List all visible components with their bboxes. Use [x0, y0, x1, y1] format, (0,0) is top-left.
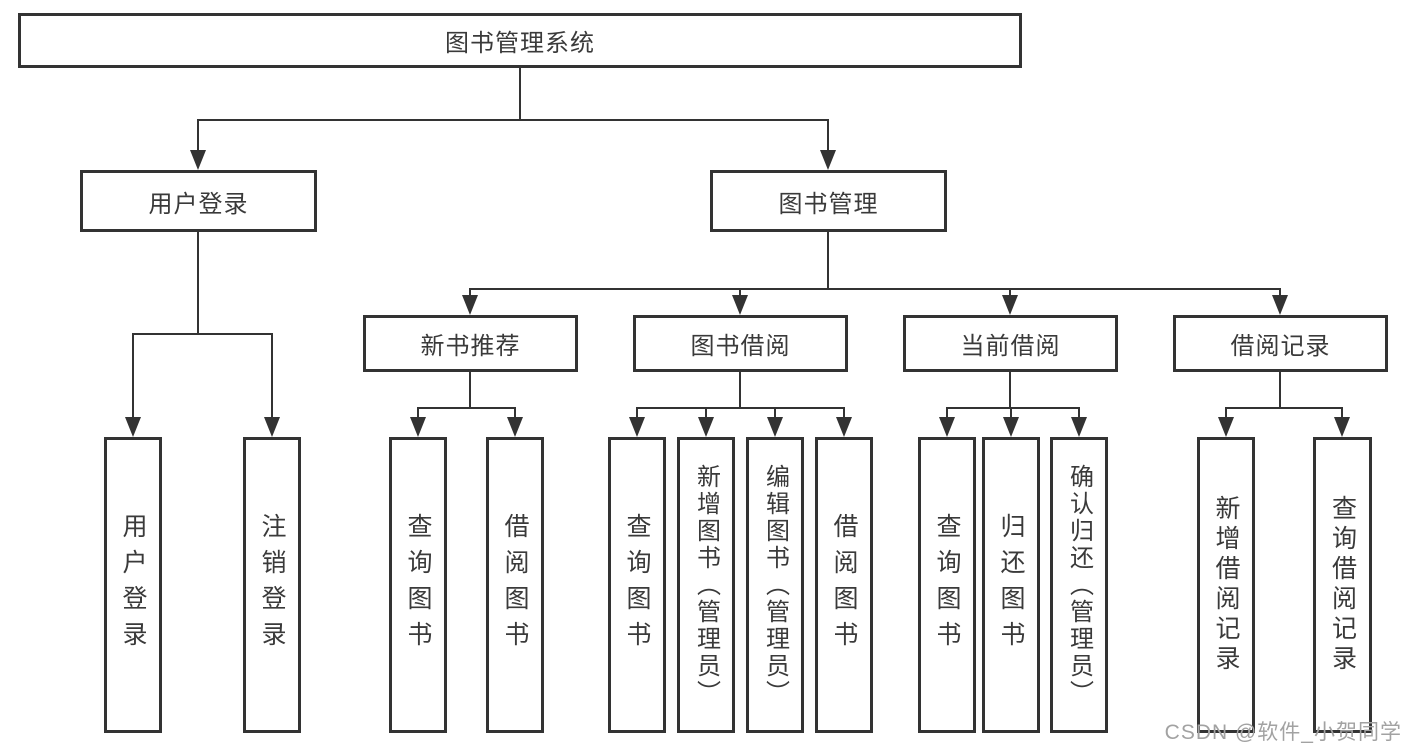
connector-leaf-logout-stem [271, 333, 273, 418]
node-book-borrow: 图书借阅 [633, 315, 848, 372]
node-leaf-return-book: 归还图书 [982, 437, 1040, 733]
connector-book-mgmt-stem [827, 119, 829, 151]
node-leaf-add-borrow-record: 新增借阅记录 [1197, 437, 1255, 733]
connector-borrow-records-down [1279, 372, 1281, 409]
arrow-leaf-add-book [698, 417, 714, 437]
connector-current-borrow-stem [1009, 288, 1011, 296]
connector-root-stem [519, 68, 521, 120]
node-leaf-borrow-book-2: 借阅图书 [815, 437, 873, 733]
arrow-leaf-query-borrow-record [1334, 417, 1350, 437]
arrow-leaf-borrow-book-1 [507, 417, 523, 437]
connector-leaf-stem [417, 407, 419, 418]
connector-current-borrow-down [1009, 372, 1011, 409]
node-current-borrow: 当前借阅 [903, 315, 1118, 372]
node-user-login: 用户登录 [80, 170, 317, 232]
arrow-leaf-user-login [125, 417, 141, 437]
connector-book-borrow-stem [739, 288, 741, 296]
connector-leaf-stem [636, 407, 638, 418]
node-root: 图书管理系统 [18, 13, 1022, 68]
connector-leaf-stem [514, 407, 516, 418]
arrow-leaf-return-book [1003, 417, 1019, 437]
connector-book-mgmt-splitter [469, 288, 1281, 290]
arrow-leaf-logout [264, 417, 280, 437]
node-leaf-logout: 注销登录 [243, 437, 301, 733]
node-new-book-rec: 新书推荐 [363, 315, 578, 372]
connector-user-login-splitter [132, 333, 273, 335]
arrow-current-borrow [1002, 295, 1018, 315]
connector-leaf-stem [1010, 407, 1012, 418]
arrow-leaf-confirm-return [1071, 417, 1087, 437]
connector-current-borrow-splitter [946, 407, 1080, 409]
node-leaf-query-book-3: 查询图书 [918, 437, 976, 733]
arrow-user-login [190, 150, 206, 170]
connector-new-book-rec-splitter [417, 407, 516, 409]
node-leaf-confirm-return: 确认归还（管理员） [1050, 437, 1108, 733]
arrow-leaf-edit-book [767, 417, 783, 437]
connector-leaf-user-login-stem [132, 333, 134, 418]
connector-book-borrow-splitter [636, 407, 845, 409]
node-leaf-query-book-2: 查询图书 [608, 437, 666, 733]
node-borrow-records: 借阅记录 [1173, 315, 1388, 372]
node-leaf-user-login: 用户登录 [104, 437, 162, 733]
connector-book-mgmt-down [827, 232, 829, 290]
node-leaf-query-borrow-record: 查询借阅记录 [1313, 437, 1372, 733]
connector-leaf-stem [774, 407, 776, 418]
node-book-mgmt: 图书管理 [710, 170, 947, 232]
node-leaf-add-book: 新增图书（管理员） [677, 437, 735, 733]
connector-new-book-rec-stem [469, 288, 471, 296]
node-leaf-edit-book: 编辑图书（管理员） [746, 437, 804, 733]
connector-leaf-stem [843, 407, 845, 418]
connector-borrow-records-stem [1279, 288, 1281, 296]
connector-leaf-stem [1341, 407, 1343, 418]
csdn-watermark: CSDN @软件_小贺同学 [1164, 721, 1402, 744]
connector-leaf-stem [946, 407, 948, 418]
arrow-new-book-rec [462, 295, 478, 315]
arrow-leaf-query-book-1 [410, 417, 426, 437]
arrow-book-borrow [732, 295, 748, 315]
connector-user-login-down [197, 232, 199, 335]
arrow-leaf-query-book-2 [629, 417, 645, 437]
connector-leaf-stem [705, 407, 707, 418]
arrow-borrow-records [1272, 295, 1288, 315]
connector-borrow-records-splitter [1225, 407, 1343, 409]
arrow-leaf-borrow-book-2 [836, 417, 852, 437]
connector-user-login-stem [197, 119, 199, 151]
connector-leaf-stem [1078, 407, 1080, 418]
arrow-book-mgmt [820, 150, 836, 170]
connector-leaf-stem [1225, 407, 1227, 418]
connector-new-book-rec-down [469, 372, 471, 409]
node-leaf-borrow-book-1: 借阅图书 [486, 437, 544, 733]
connector-root-splitter [197, 119, 829, 121]
arrow-leaf-query-book-3 [939, 417, 955, 437]
connector-book-borrow-down [739, 372, 741, 409]
node-leaf-query-book-1: 查询图书 [389, 437, 447, 733]
arrow-leaf-add-borrow-record [1218, 417, 1234, 437]
